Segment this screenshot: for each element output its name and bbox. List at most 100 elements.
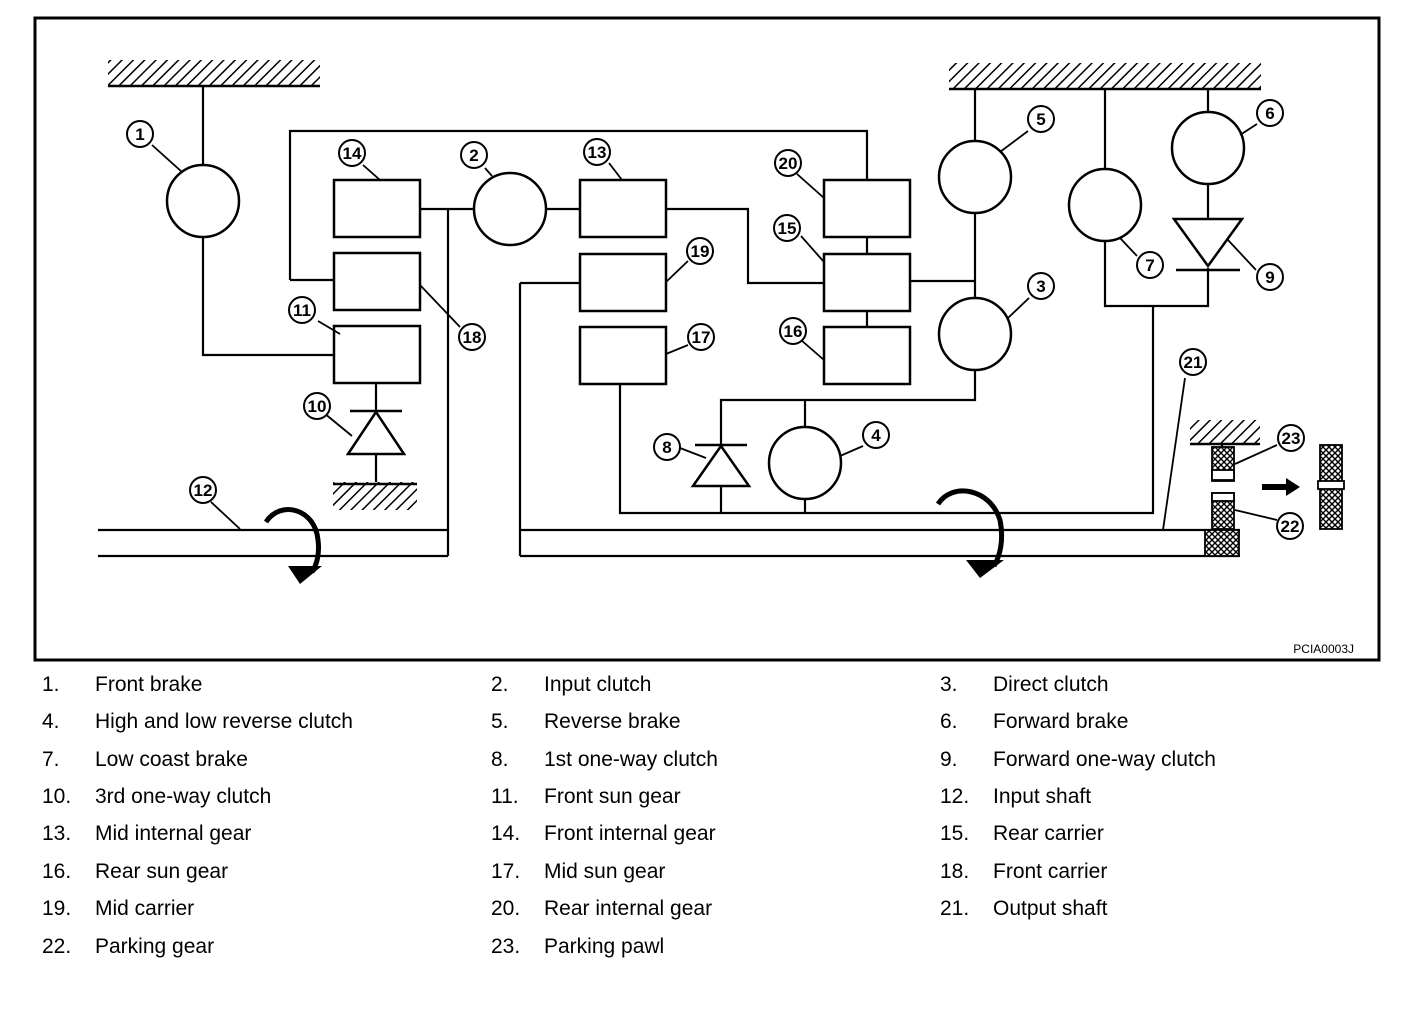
- rotation-arrow-icon: [966, 560, 1004, 578]
- svg-text:5: 5: [1036, 110, 1045, 129]
- direct-clutch-circle: [937, 296, 1013, 372]
- svg-text:23: 23: [1282, 429, 1301, 448]
- callout-17: 17: [687, 323, 715, 351]
- legend-number: 18.: [940, 860, 970, 883]
- legend-label: Rear carrier: [993, 822, 1104, 845]
- svg-text:13: 13: [588, 143, 607, 162]
- svg-text:2: 2: [469, 146, 478, 165]
- legend-label: Mid internal gear: [95, 822, 252, 845]
- connection-lines: [98, 86, 1240, 558]
- legend-number: 2.: [491, 673, 509, 696]
- clutch-circles: [165, 110, 1246, 501]
- callout-18: 18: [458, 323, 486, 351]
- legend-number: 12.: [940, 785, 970, 808]
- legend-number: 15.: [940, 822, 970, 845]
- svg-text:20: 20: [779, 154, 798, 173]
- legend-number: 6.: [940, 710, 958, 733]
- legend-number: 20.: [491, 897, 521, 920]
- front-brake-circle: [165, 163, 241, 239]
- callout-9: 9: [1256, 263, 1284, 291]
- parking-mechanism: [1204, 444, 1345, 557]
- legend-number: 23.: [491, 935, 521, 958]
- callout-3: 3: [1027, 272, 1055, 300]
- legend-label: Direct clutch: [993, 673, 1109, 696]
- legend-label: Rear internal gear: [544, 897, 713, 920]
- svg-text:3: 3: [1036, 277, 1045, 296]
- legend-number: 3.: [940, 673, 958, 696]
- svg-text:9: 9: [1265, 268, 1274, 287]
- svg-text:11: 11: [293, 301, 311, 320]
- gear-boxes: [332, 178, 912, 386]
- callout-1: 1: [126, 120, 154, 148]
- component-legend: 1.Front brake 4.High and low reverse clu…: [0, 668, 1408, 988]
- front-sun-gear-box: [332, 324, 422, 385]
- legend-number: 16.: [42, 860, 72, 883]
- svg-text:19: 19: [691, 242, 710, 261]
- callout-10: 10: [303, 392, 331, 420]
- legend-label: Forward one-way clutch: [993, 748, 1216, 771]
- ground-blocks: [108, 60, 1261, 510]
- legend-number: 7.: [42, 748, 60, 771]
- callout-8: 8: [653, 433, 681, 461]
- legend-number: 17.: [491, 860, 521, 883]
- mid-sun-gear-box: [578, 325, 668, 386]
- callout-16: 16: [779, 317, 807, 345]
- rear-carrier-box: [822, 252, 912, 313]
- svg-text:15: 15: [778, 219, 797, 238]
- legend-number: 22.: [42, 935, 72, 958]
- callout-7: 7: [1136, 251, 1164, 279]
- rotation-arrow-icon: [288, 566, 322, 584]
- legend-label: 3rd one-way clutch: [95, 785, 272, 808]
- legend-number: 19.: [42, 897, 72, 920]
- figure-code: PCIA0003J: [1293, 642, 1354, 656]
- rear-sun-gear-box: [822, 325, 912, 386]
- legend-label: Mid sun gear: [544, 860, 666, 883]
- legend-label: Front brake: [95, 673, 203, 696]
- legend-number: 5.: [491, 710, 509, 733]
- legend-label: Low coast brake: [95, 748, 248, 771]
- one-way-clutch-8: [690, 443, 752, 488]
- callout-23: 23: [1277, 424, 1305, 452]
- rear-internal-gear-box: [822, 178, 912, 239]
- callout-14: 14: [338, 139, 366, 167]
- mid-internal-gear-box: [578, 178, 668, 239]
- legend-number: 13.: [42, 822, 72, 845]
- legend-number: 14.: [491, 822, 521, 845]
- transmission-schematic: 1 2 3 4 5 6 7 8 9 10 11 12 13 14 15 16 1…: [33, 16, 1381, 662]
- legend-label: Front internal gear: [544, 822, 716, 845]
- svg-text:7: 7: [1145, 256, 1154, 275]
- callout-12: 12: [189, 476, 217, 504]
- rotation-arrows: [263, 488, 1005, 584]
- one-way-clutch-10: [345, 409, 407, 456]
- svg-text:22: 22: [1281, 517, 1300, 536]
- svg-text:8: 8: [662, 438, 671, 457]
- one-way-clutch-symbols: [345, 217, 1245, 488]
- legend-label: Forward brake: [993, 710, 1129, 733]
- callout-4: 4: [862, 421, 890, 449]
- callout-11: 11: [288, 296, 316, 324]
- callout-5: 5: [1027, 105, 1055, 133]
- legend-number: 21.: [940, 897, 970, 920]
- legend-label: Mid carrier: [95, 897, 195, 920]
- svg-text:21: 21: [1184, 353, 1203, 372]
- legend-label: High and low reverse clutch: [95, 710, 353, 733]
- legend-number: 10.: [42, 785, 72, 808]
- legend-label: Input shaft: [993, 785, 1092, 808]
- high-low-reverse-clutch-circle: [767, 425, 843, 501]
- legend-label: Reverse brake: [544, 710, 681, 733]
- svg-text:10: 10: [308, 397, 327, 416]
- forward-brake-circle: [1170, 110, 1246, 186]
- svg-text:4: 4: [871, 426, 881, 445]
- svg-text:18: 18: [463, 328, 482, 347]
- callout-21: 21: [1179, 348, 1207, 376]
- callout-19: 19: [686, 237, 714, 265]
- legend-label: Front carrier: [993, 860, 1108, 883]
- input-clutch-circle: [472, 171, 548, 247]
- legend-number: 4.: [42, 710, 60, 733]
- legend-label: Parking gear: [95, 935, 215, 958]
- svg-text:12: 12: [194, 481, 213, 500]
- svg-text:17: 17: [692, 328, 711, 347]
- reverse-brake-circle: [937, 139, 1013, 215]
- callout-2: 2: [460, 141, 488, 169]
- low-coast-brake-circle: [1067, 167, 1143, 243]
